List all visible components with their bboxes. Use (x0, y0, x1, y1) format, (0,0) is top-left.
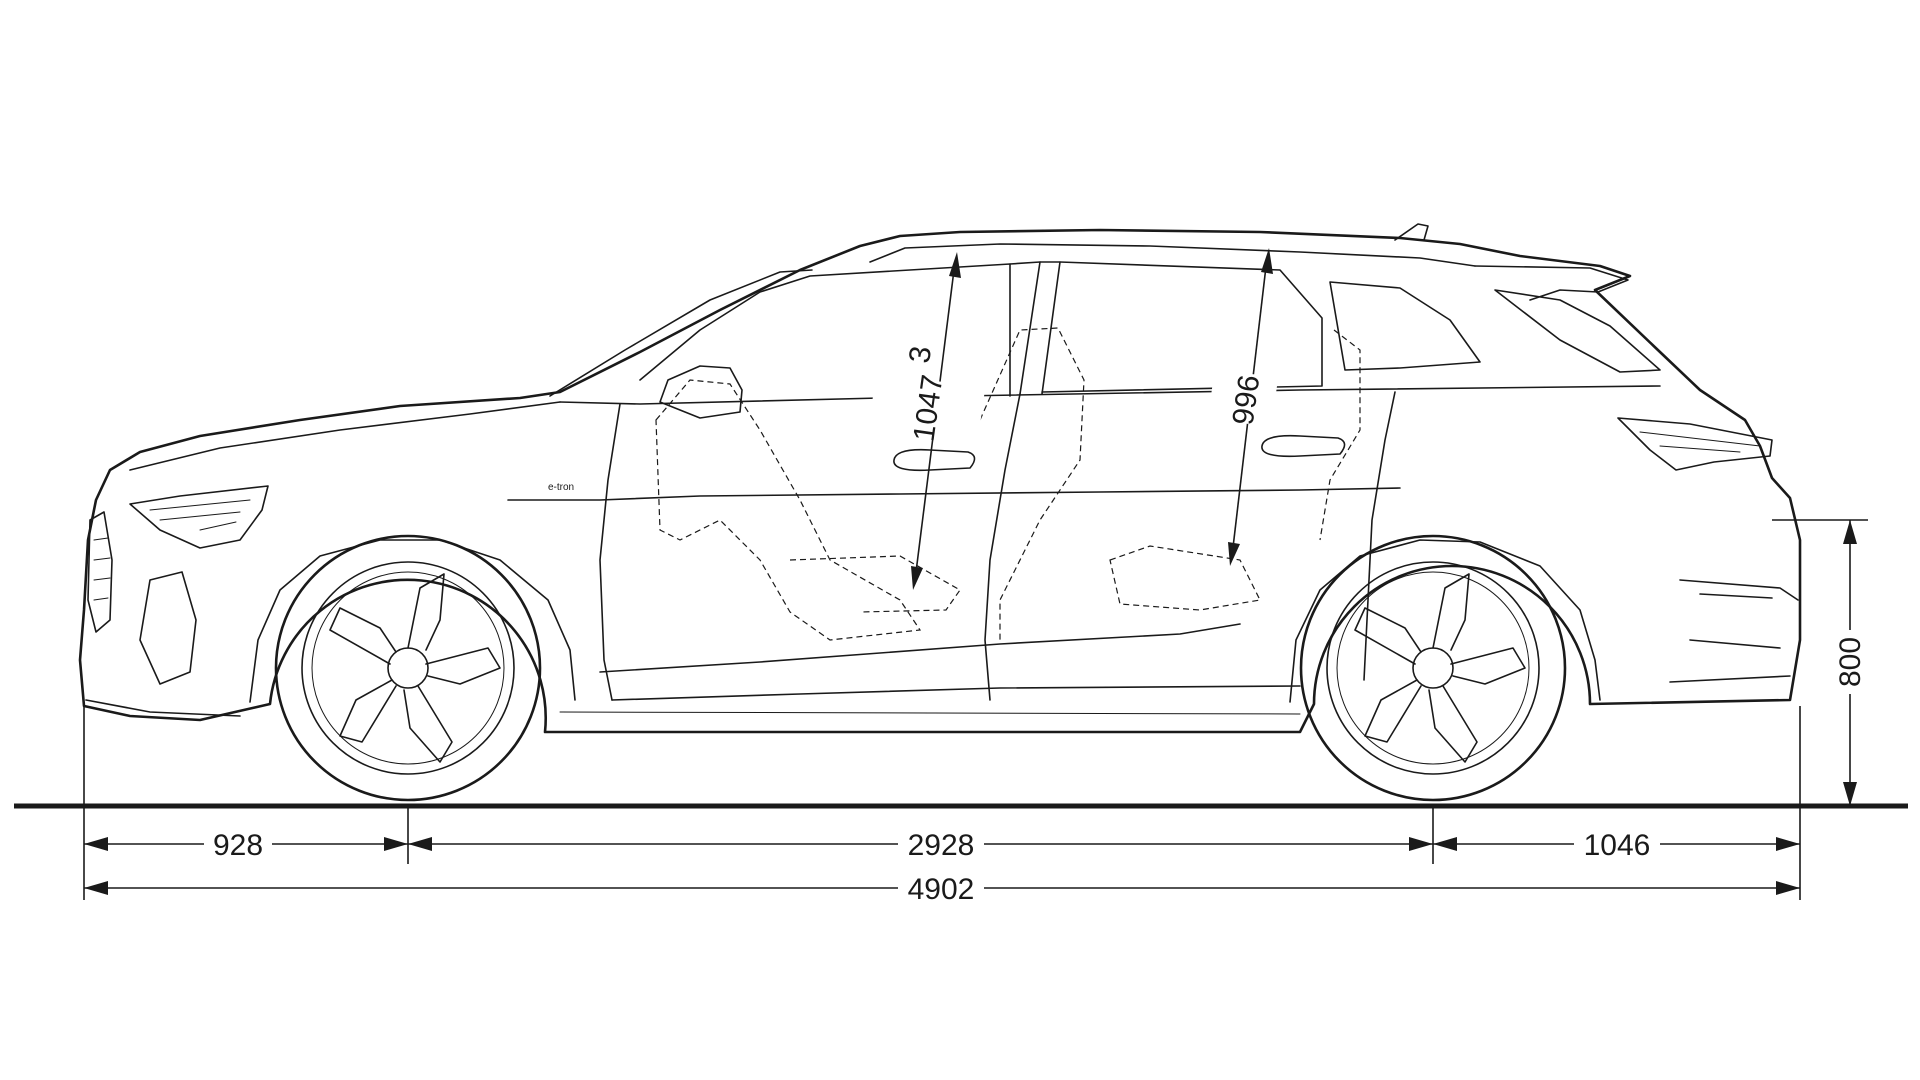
rear-glass (1494, 289, 1661, 373)
rear-reflector (1699, 593, 1773, 599)
rear-headroom-label: 996 (1227, 373, 1267, 427)
grille-slats (93, 537, 111, 601)
rear-spoiler (1474, 265, 1629, 301)
front-overhang-dimension: 928 (84, 826, 408, 862)
b-pillar (1009, 261, 1041, 395)
front-grille (87, 511, 113, 633)
side-sill-lower (611, 685, 1301, 701)
height-dimension: 800 (1772, 519, 1868, 806)
headlight-detail (149, 499, 251, 531)
front-wheel (274, 534, 542, 802)
rear-seat-outline (1109, 545, 1261, 611)
overall-length-dimension: 4902 (84, 870, 1800, 906)
rear-door-handle (1261, 434, 1346, 458)
belt-line (559, 385, 1661, 405)
rear-wheel-spokes (1354, 573, 1526, 763)
hood-line (129, 401, 561, 471)
front-seat-cushion (789, 555, 961, 613)
roof-antenna (1394, 223, 1429, 241)
side-sill (599, 623, 1241, 673)
rear-headroom-dimension: 996 (1207, 248, 1279, 566)
headlight (129, 485, 269, 549)
rear-wheel (1299, 534, 1567, 802)
rear-overhang-dimension: 1046 (1433, 826, 1800, 862)
interior-seats (655, 327, 1361, 641)
wheelbase-label: 2928 (908, 829, 975, 862)
wheelbase-dimension: 2928 (408, 826, 1433, 862)
rear-seat-back (1319, 329, 1361, 541)
front-wheel-spokes (329, 573, 501, 763)
windshield (549, 269, 813, 397)
roof-rail (869, 243, 1476, 267)
mid-door-cutline (984, 393, 1021, 701)
side-character-line (507, 487, 1401, 501)
model-badge: e-tron (548, 482, 574, 493)
rear-wheel-arch (1289, 539, 1601, 703)
front-door-cutline (599, 403, 621, 701)
front-passenger-seat (979, 327, 1085, 640)
front-seat-outline (655, 379, 922, 641)
rear-door-cutline (1363, 391, 1396, 681)
front-bumper-lip (85, 699, 241, 717)
quarter-window (1329, 281, 1481, 371)
front-headroom-dimension: 1047 3 (868, 252, 986, 590)
rear-bumper (1669, 579, 1799, 683)
side-mirror (659, 365, 743, 419)
height-label: 800 (1834, 637, 1867, 687)
rear-overhang-label: 1046 (1584, 829, 1651, 862)
overall-length-label: 4902 (908, 873, 975, 906)
rear-window (1041, 261, 1323, 393)
extension-lines (83, 706, 1801, 900)
front-overhang-label: 928 (213, 829, 263, 862)
front-door-handle (893, 448, 976, 472)
taillight-detail (1639, 431, 1761, 453)
body-silhouette (78, 228, 1802, 734)
car-side-profile: e-tron (78, 223, 1802, 734)
front-window (639, 263, 1011, 397)
front-wheel-arch (249, 539, 576, 703)
front-headroom-footnote: 3 (903, 344, 938, 365)
taillight (1617, 417, 1773, 471)
front-intake (139, 571, 197, 685)
sill-line-inner (559, 711, 1301, 715)
